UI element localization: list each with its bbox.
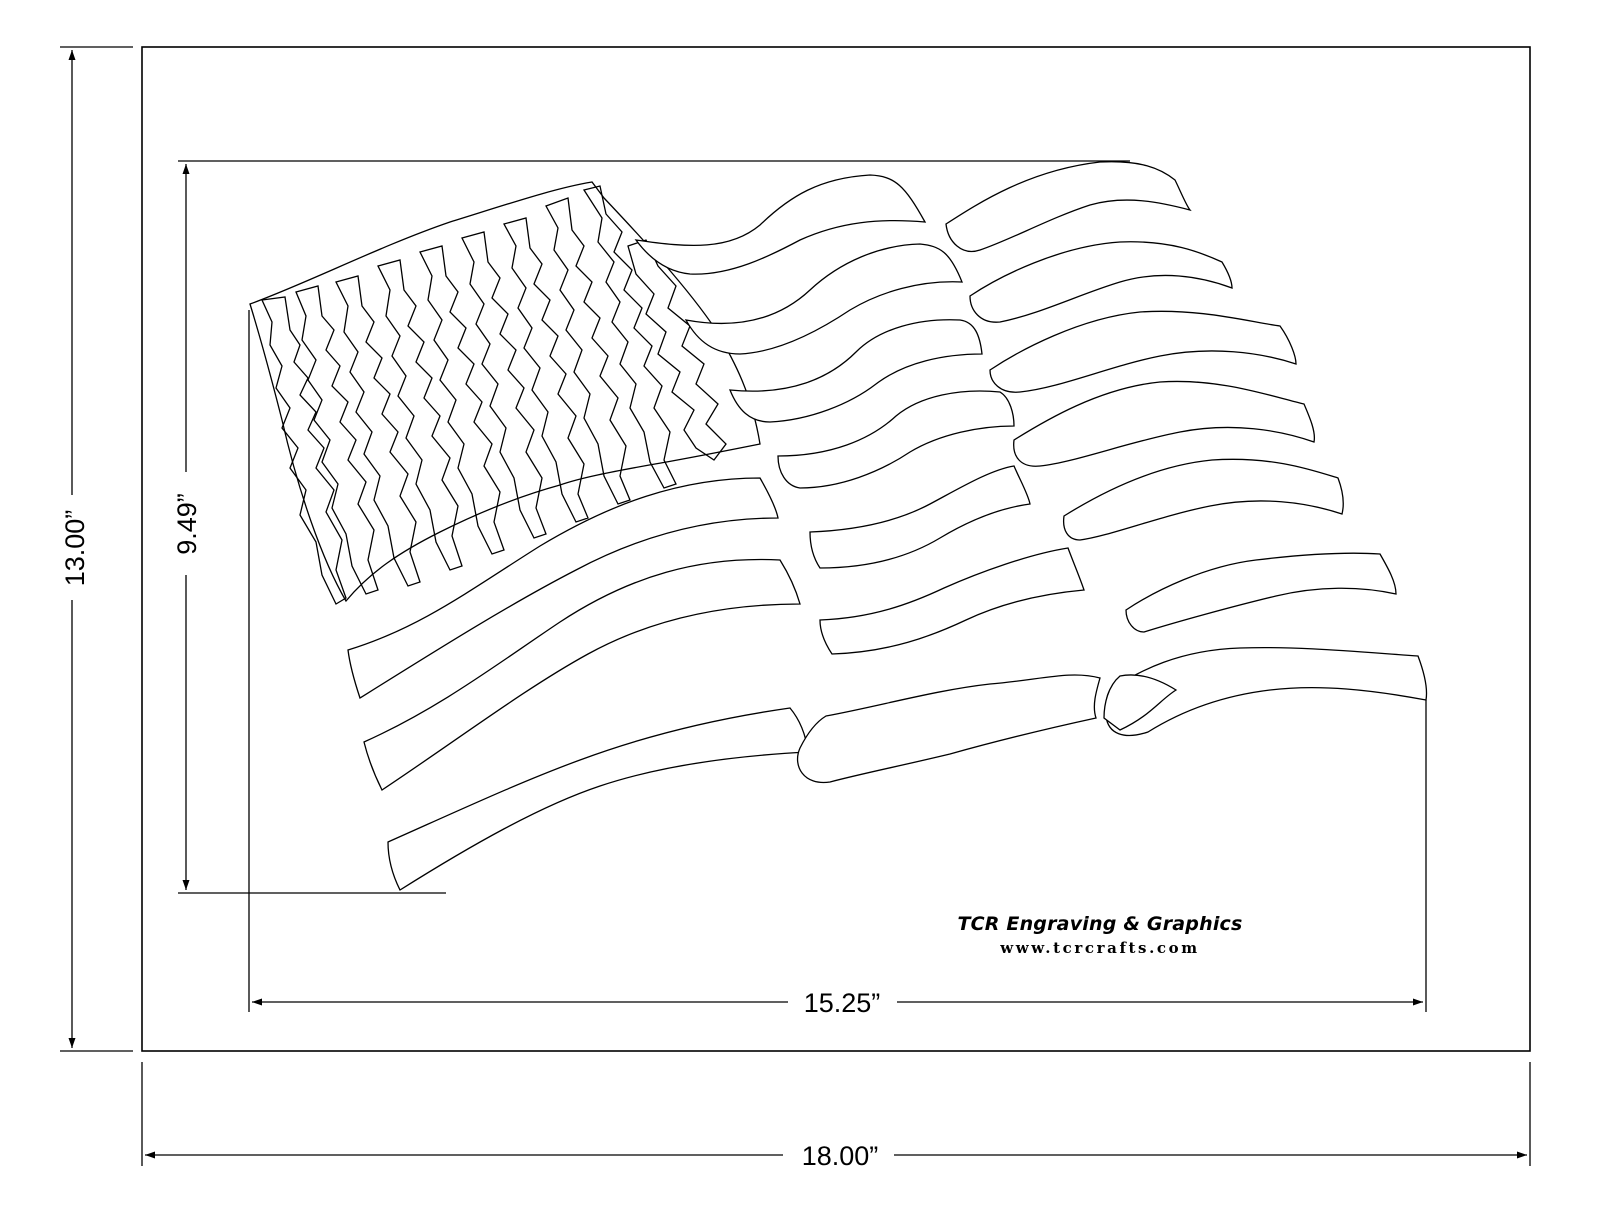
stripes-bottom-curl <box>796 646 1428 784</box>
sheet-border <box>141 46 1531 1052</box>
canton-panel <box>249 181 761 603</box>
flag-width-dimension: 15.25” <box>248 310 1427 1018</box>
brand-name: TCR Engraving & Graphics <box>957 913 1243 935</box>
brand-url: www.tcrcrafts.com <box>1000 939 1200 957</box>
flag-height-dimension: 9.49” <box>172 160 1130 894</box>
flag-width-label: 15.25” <box>804 988 881 1018</box>
stripes-middle-right <box>809 458 1397 655</box>
stripes-lower-left <box>347 477 809 891</box>
brand-block: TCR Engraving & Graphics www.tcrcrafts.c… <box>950 913 1250 957</box>
flag-height-label: 9.49” <box>172 493 202 555</box>
sheet-height-dimension: 13.00” <box>60 46 133 1052</box>
stripes-upper-right <box>634 161 1316 489</box>
sheet-height-label: 13.00” <box>60 510 90 587</box>
canton-star-columns <box>261 185 727 605</box>
sheet-width-label: 18.00” <box>802 1141 879 1171</box>
sheet-width-dimension: 18.00” <box>141 1062 1531 1171</box>
flag-stencil <box>249 161 1428 891</box>
